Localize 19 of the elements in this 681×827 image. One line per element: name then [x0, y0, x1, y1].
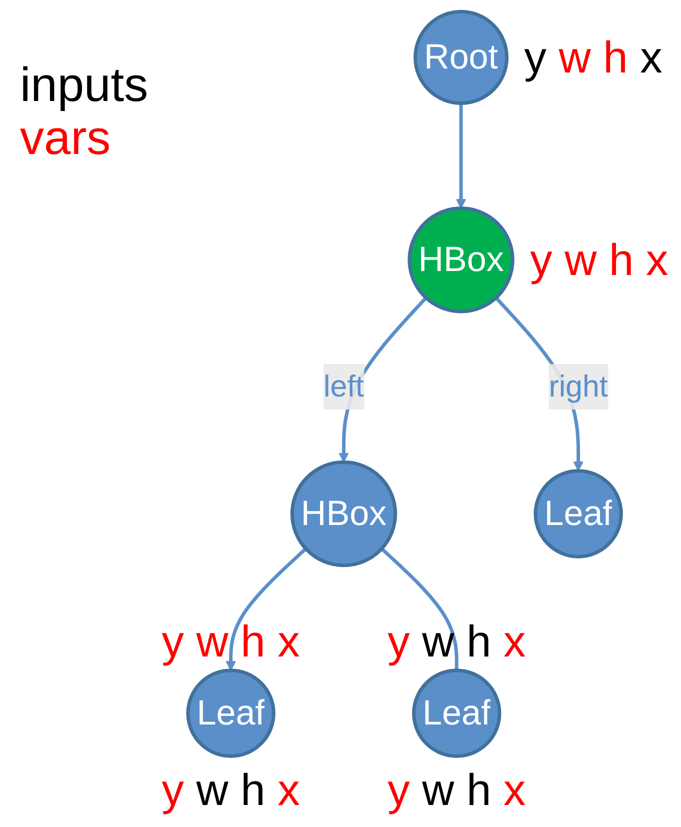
- node-label: Leaf: [196, 694, 265, 733]
- node-label: Leaf: [422, 694, 491, 733]
- legend-entry: inputs: [20, 60, 148, 113]
- edge-label: right: [548, 364, 608, 410]
- edge-label: left: [323, 364, 364, 410]
- arrow: [226, 547, 307, 671]
- connector: [380, 547, 458, 670]
- variable-label: y w h x: [388, 617, 526, 666]
- legend-entry: vars: [20, 112, 111, 166]
- variable-label: y w h x: [388, 766, 526, 816]
- node-label: HBox: [418, 240, 504, 280]
- variable-label: y w h x: [530, 236, 668, 286]
- arrow: [456, 103, 466, 209]
- variable-label: y w h x: [524, 34, 662, 83]
- node-label: HBox: [300, 494, 387, 533]
- node-label: Root: [424, 38, 498, 77]
- variable-label: y w h x: [162, 617, 300, 666]
- node-label: Leaf: [544, 494, 612, 533]
- variable-label: y w h x: [162, 766, 300, 816]
